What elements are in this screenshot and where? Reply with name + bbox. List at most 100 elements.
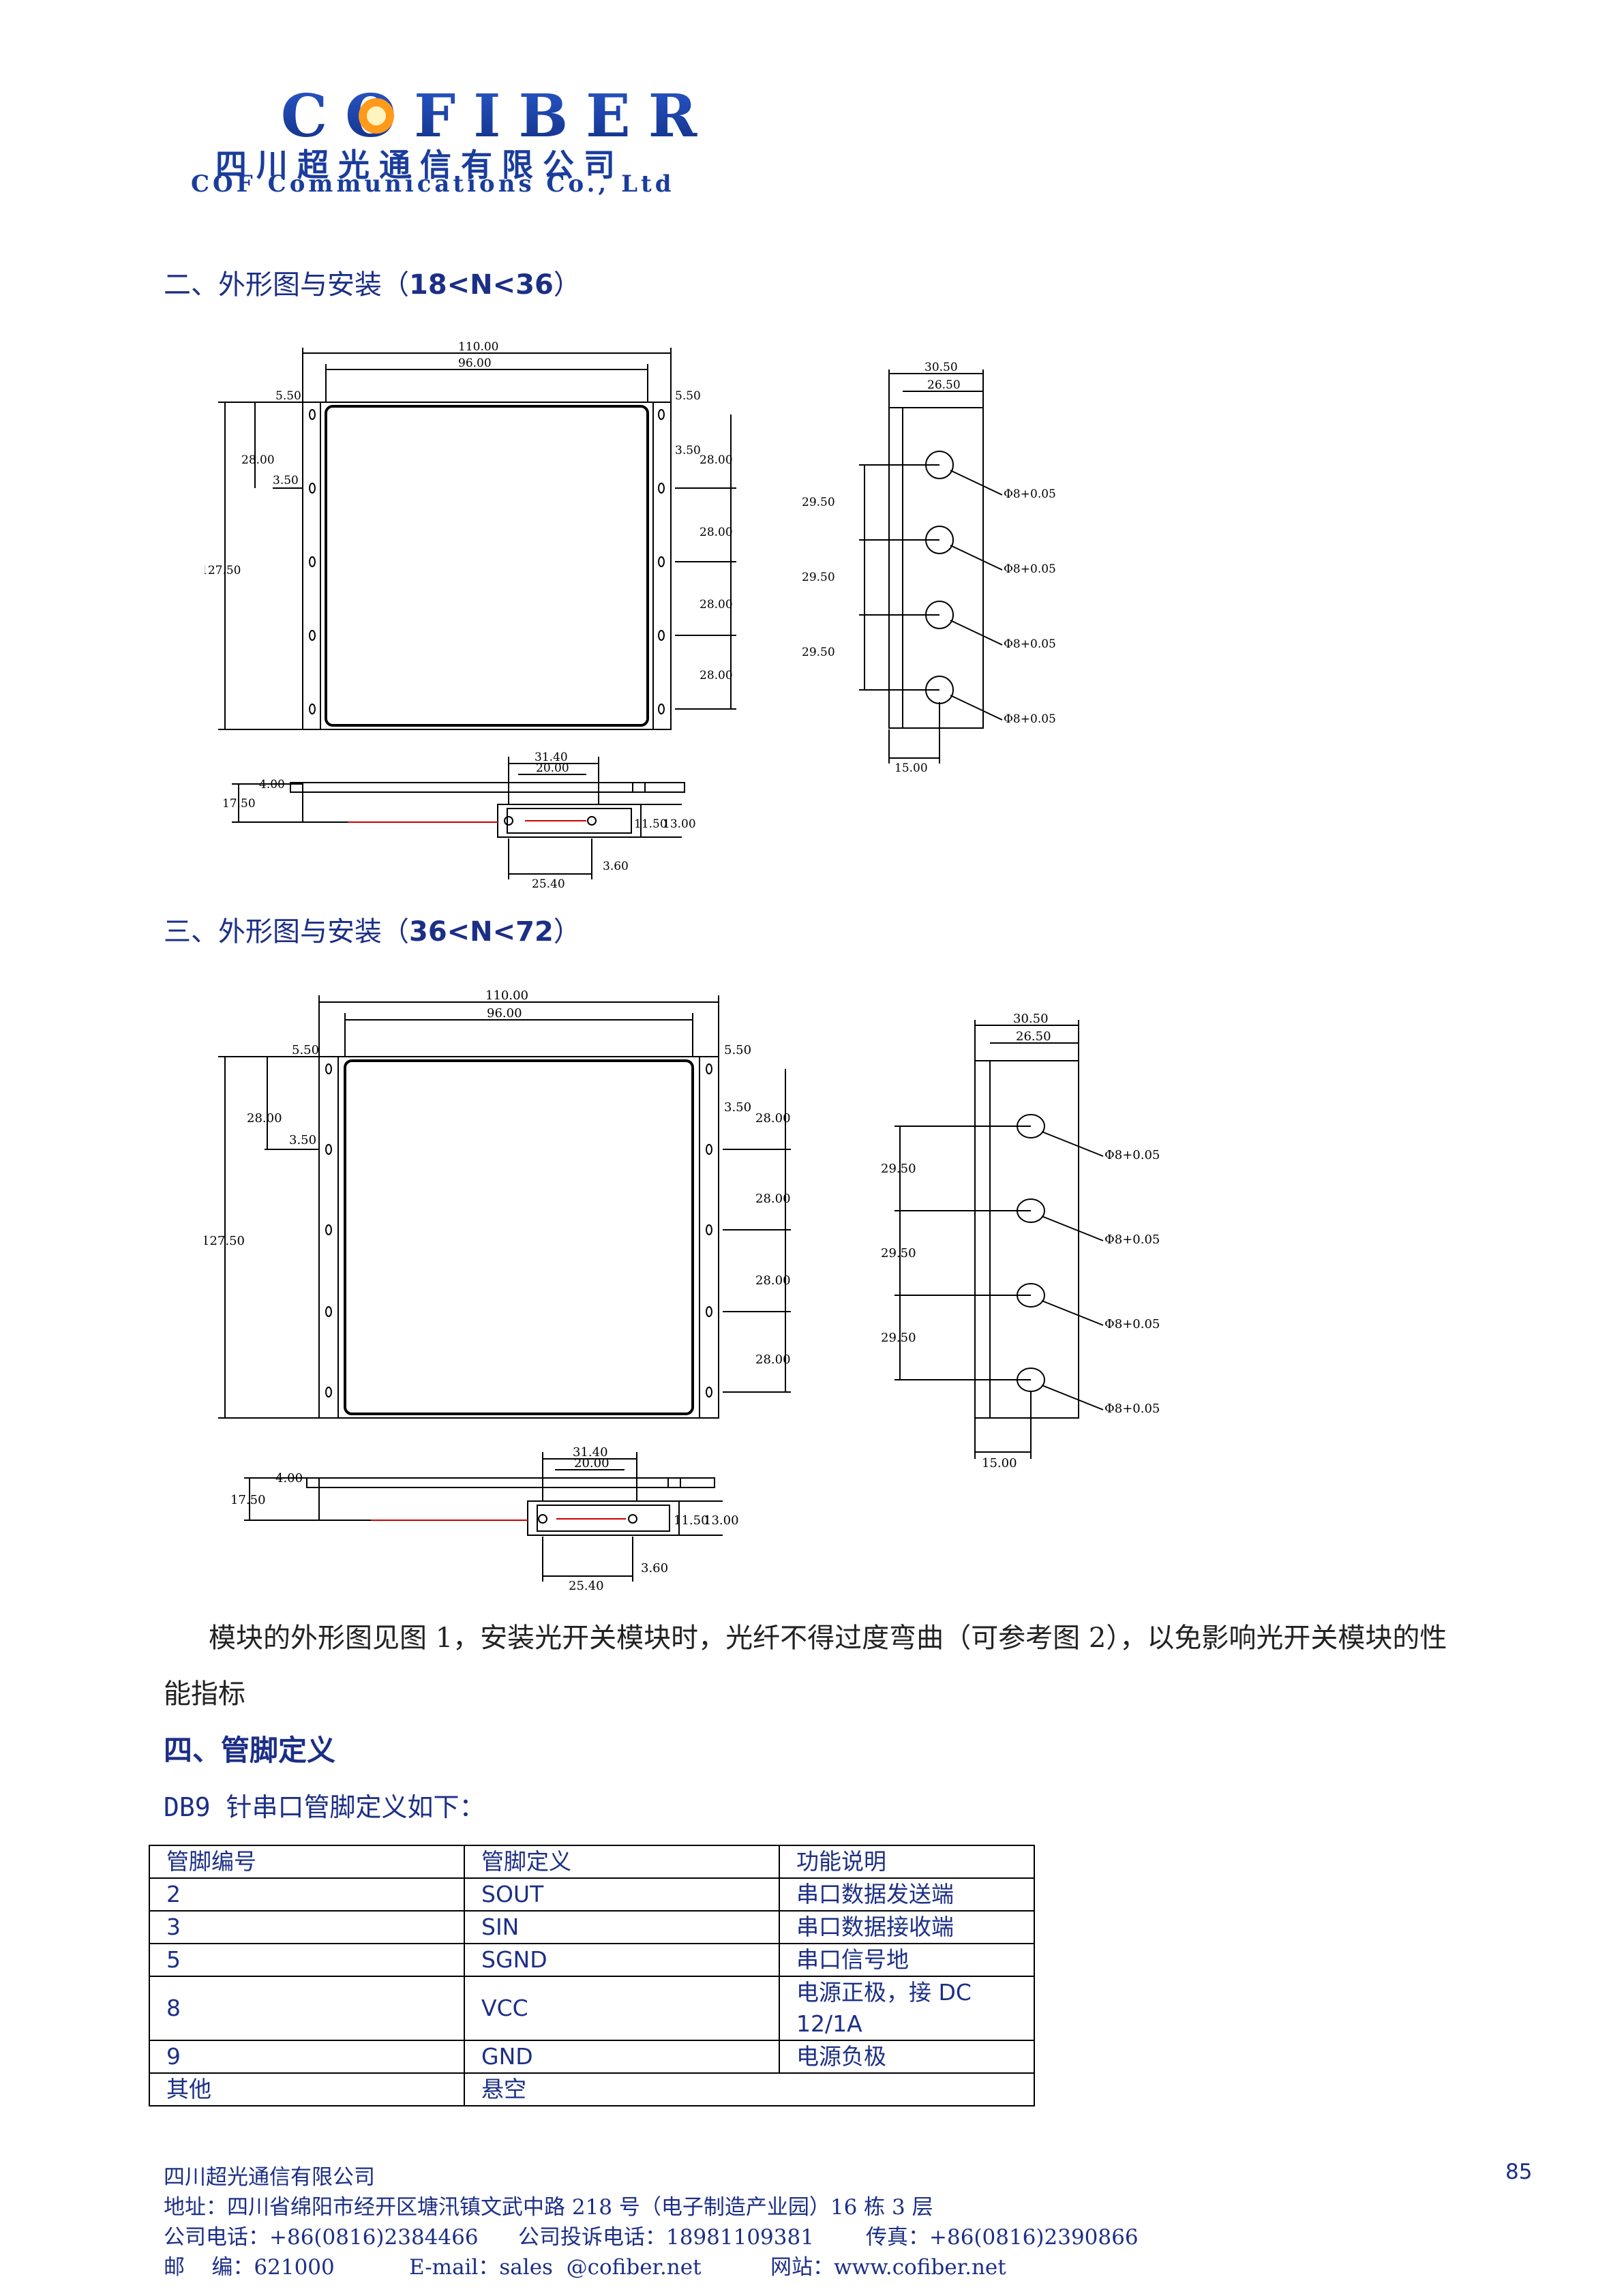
svg-text:3.50: 3.50	[289, 1133, 316, 1147]
svg-text:Φ8+0.05: Φ8+0.05	[1004, 712, 1056, 726]
svg-text:29.50: 29.50	[802, 571, 835, 584]
company-logo: COFIBER	[281, 87, 715, 143]
svg-text:3.50: 3.50	[273, 474, 299, 487]
table-row: 9 GND 电源负极	[149, 2040, 1035, 2074]
table-cell: 电源负极	[779, 2040, 1035, 2074]
table-cell: 其他	[149, 2072, 465, 2106]
table-header-cell: 管脚定义	[464, 1845, 780, 1879]
svg-text:11.50: 11.50	[674, 1513, 709, 1528]
table-cell: 串口信号地	[779, 1943, 1035, 1977]
table-cell: 串口数据接收端	[779, 1910, 1035, 1944]
table-cell: 串口数据发送端	[779, 1877, 1035, 1912]
svg-text:Φ8+0.05: Φ8+0.05	[1004, 637, 1056, 651]
svg-text:29.50: 29.50	[881, 1246, 916, 1260]
svg-text:28.00: 28.00	[755, 1111, 791, 1126]
svg-text:Φ8+0.05: Φ8+0.05	[1104, 1233, 1159, 1247]
svg-text:4.00: 4.00	[275, 1471, 303, 1485]
svg-text:3.50: 3.50	[675, 444, 701, 457]
svg-text:Φ8+0.05: Φ8+0.05	[1104, 1317, 1159, 1331]
svg-text:28.00: 28.00	[755, 1353, 791, 1367]
description-line-2: 能指标	[164, 1678, 245, 1710]
footer-address: 地址：四川省绵阳市经开区塘汛镇文武中路 218 号（电子制造产业园）16 栋 3…	[164, 2195, 933, 2220]
svg-text:17.50: 17.50	[222, 797, 256, 811]
footer-fax: 传真：+86(0816)2390866	[866, 2225, 1139, 2250]
table-cell: 悬空	[464, 2072, 1035, 2106]
logo-sun-icon	[359, 98, 394, 134]
svg-text:Φ8+0.05: Φ8+0.05	[1104, 1402, 1159, 1416]
footer-email: E-mail：sales @cofiber.net	[409, 2255, 702, 2280]
svg-text:Φ8+0.05: Φ8+0.05	[1104, 1148, 1159, 1162]
svg-text:28.00: 28.00	[700, 669, 733, 682]
svg-text:28.00: 28.00	[241, 453, 275, 467]
svg-text:110.00: 110.00	[485, 988, 528, 1003]
svg-text:3.50: 3.50	[724, 1100, 751, 1115]
db9-intro: DB9 针串口管脚定义如下：	[164, 1792, 485, 1822]
footer-complaint: 公司投诉电话：18981109381	[518, 2225, 814, 2250]
table-cell: 9	[149, 2040, 465, 2074]
svg-text:3.60: 3.60	[603, 860, 629, 873]
description-line-1: 模块的外形图见图 1，安装光开关模块时，光纤不得过度弯曲（可参考图 2），以免影…	[209, 1622, 1447, 1654]
svg-text:20.00: 20.00	[574, 1456, 610, 1470]
svg-text:28.00: 28.00	[700, 453, 733, 467]
table-cell: 电源正极，接 DC 12/1A	[779, 1976, 1035, 2041]
svg-text:96.00: 96.00	[487, 1006, 522, 1021]
outline-drawing-1: 110.00 96.00 5.50 5.50 28.00 3.50 3.50 2…	[205, 340, 1056, 891]
table-cell: GND	[464, 2040, 780, 2074]
svg-text:4.00: 4.00	[259, 778, 285, 791]
table-cell: VCC	[464, 1976, 780, 2041]
svg-text:15.00: 15.00	[894, 761, 928, 775]
svg-text:28.00: 28.00	[755, 1273, 791, 1288]
svg-text:15.00: 15.00	[982, 1456, 1017, 1470]
table-cell: SGND	[464, 1943, 780, 1977]
svg-text:3.60: 3.60	[641, 1561, 668, 1575]
footer-postcode: 邮 编：621000	[164, 2255, 335, 2280]
section3-heading: 三、外形图与安装（36<N<72）	[164, 916, 581, 948]
svg-text:17.50: 17.50	[230, 1493, 266, 1507]
svg-text:30.50: 30.50	[924, 361, 958, 374]
svg-text:28.00: 28.00	[247, 1111, 282, 1126]
table-cell: SOUT	[464, 1877, 780, 1912]
footer-company: 四川超光通信有限公司	[164, 2165, 375, 2190]
table-cell: 8	[149, 1976, 465, 2041]
table-cell: 5	[149, 1943, 465, 1977]
svg-text:5.50: 5.50	[292, 1043, 319, 1057]
svg-text:11.50: 11.50	[634, 817, 667, 831]
table-row: 其他 悬空	[149, 2072, 1035, 2106]
svg-text:26.50: 26.50	[1016, 1029, 1051, 1044]
table-header-row: 管脚编号 管脚定义 功能说明	[149, 1845, 1035, 1879]
svg-text:31.40: 31.40	[573, 1445, 608, 1460]
footer-phone: 公司电话：+86(0816)2384466	[164, 2225, 479, 2250]
page-number: 85	[1505, 2160, 1533, 2184]
svg-text:29.50: 29.50	[802, 496, 835, 509]
svg-text:28.00: 28.00	[700, 598, 733, 611]
svg-text:20.00: 20.00	[536, 761, 569, 775]
svg-text:110.00: 110.00	[458, 340, 498, 354]
table-header-cell: 功能说明	[779, 1845, 1035, 1879]
svg-text:26.50: 26.50	[927, 378, 961, 392]
svg-text:5.50: 5.50	[275, 389, 301, 403]
logo-company-en: COF Communications Co., Ltd	[191, 170, 675, 198]
table-cell: 3	[149, 1910, 465, 1944]
svg-text:5.50: 5.50	[724, 1043, 751, 1057]
svg-text:Φ8+0.05: Φ8+0.05	[1004, 487, 1056, 501]
section2-heading: 二、外形图与安装（18<N<36）	[164, 269, 581, 301]
table-row: 3 SIN 串口数据接收端	[149, 1910, 1035, 1944]
table-cell: SIN	[464, 1910, 780, 1944]
svg-text:127.50: 127.50	[205, 1234, 245, 1248]
table-row: 2 SOUT 串口数据发送端	[149, 1877, 1035, 1912]
logo-text: COFIBER	[281, 87, 715, 143]
svg-text:29.50: 29.50	[802, 646, 835, 659]
svg-text:Φ8+0.05: Φ8+0.05	[1004, 562, 1056, 576]
table-cell: 2	[149, 1877, 465, 1912]
svg-text:13.00: 13.00	[704, 1513, 739, 1528]
section4-heading: 四、管脚定义	[164, 1734, 336, 1767]
table-row: 5 SGND 串口信号地	[149, 1943, 1035, 1977]
outline-drawing-2: 110.00 96.00 5.50 5.50 28.00 3.50 3.50 2…	[205, 988, 1159, 1593]
svg-text:28.00: 28.00	[755, 1192, 791, 1206]
logo-company-cn: 四川超光通信有限公司	[215, 147, 625, 183]
svg-text:13.00: 13.00	[663, 817, 696, 831]
svg-text:29.50: 29.50	[881, 1331, 916, 1345]
svg-text:25.40: 25.40	[532, 877, 565, 891]
svg-text:5.50: 5.50	[675, 389, 701, 403]
table-header-cell: 管脚编号	[149, 1845, 465, 1879]
